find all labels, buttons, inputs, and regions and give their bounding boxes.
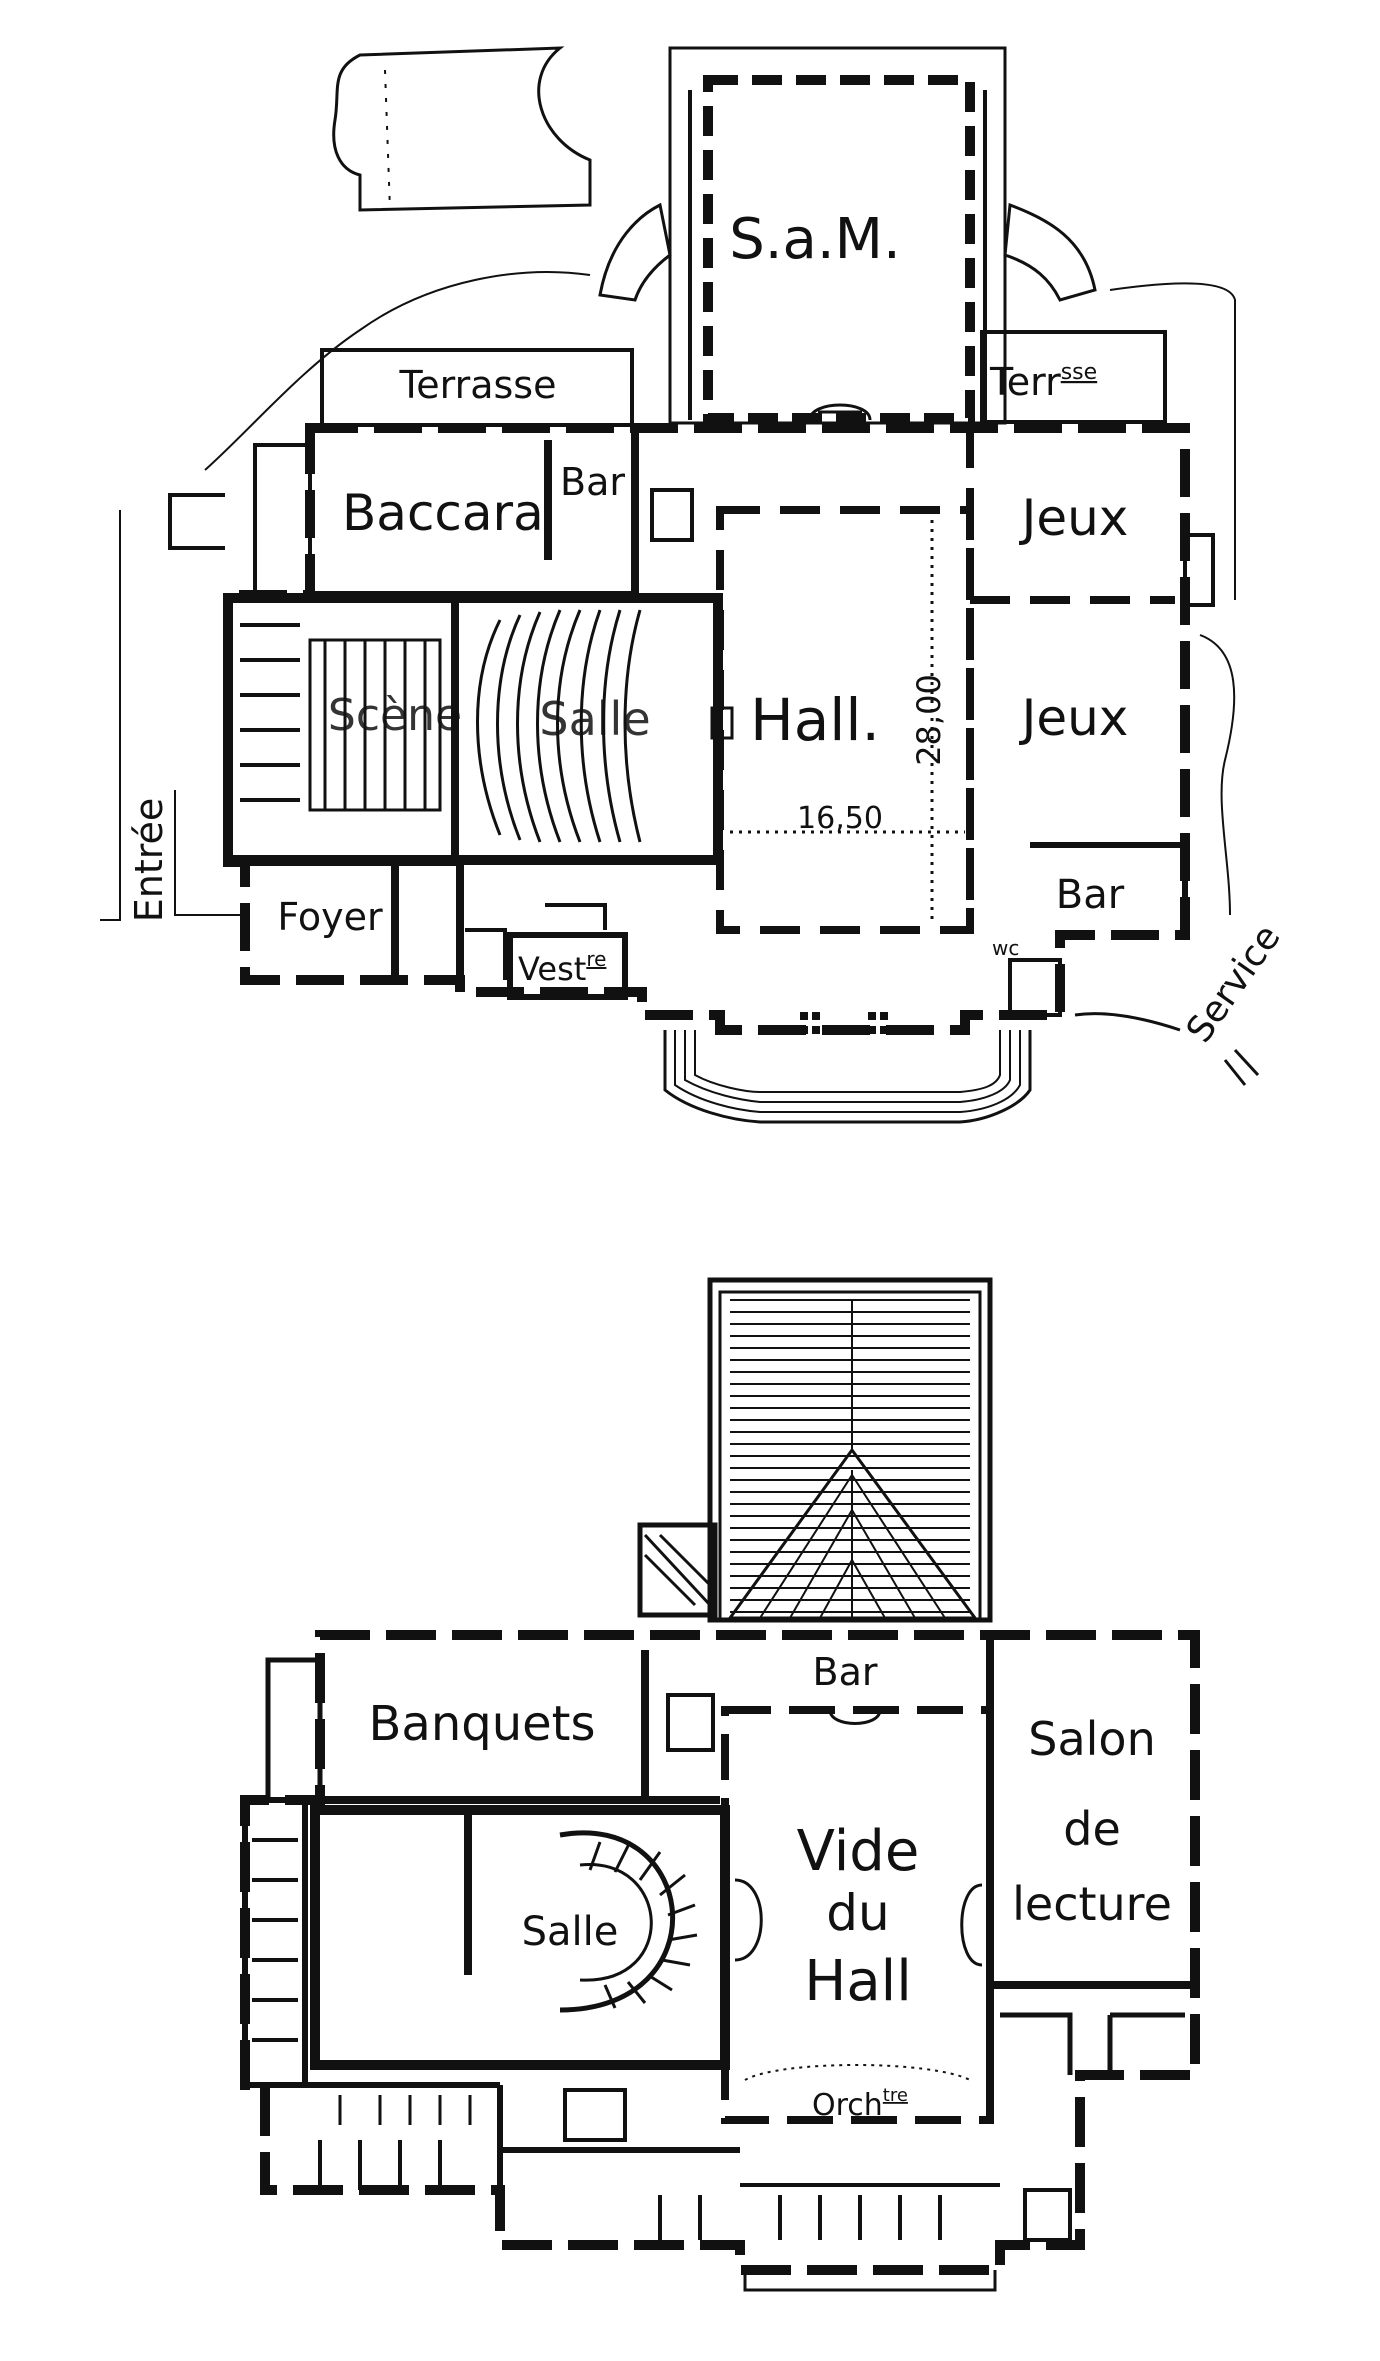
orchestre-curve [744, 2064, 971, 2081]
garden-path [384, 69, 391, 211]
west-porch [168, 443, 312, 597]
vestiaire-label: Vestre [518, 947, 606, 988]
ground-floor-plan: S.a.M. Terrasse Terrsse Baccara Bar S [100, 46, 1289, 1124]
jeux-mid-label: Jeux [1019, 689, 1129, 747]
scene-label: Scène [328, 690, 462, 741]
hall-walls [716, 506, 974, 934]
sam-room-walls [703, 75, 975, 423]
stair-left-curved [598, 202, 672, 302]
terrasse-right-label: Terrsse [989, 360, 1097, 404]
stairs-foyer [465, 903, 607, 980]
banquets-label: Banquets [368, 1696, 595, 1752]
vide-top-niche [828, 1709, 882, 1725]
salon-line1-label: Salon [1028, 1712, 1155, 1766]
terrasse-left-label: Terrasse [399, 363, 557, 407]
foyer-label: Foyer [277, 895, 383, 939]
bar-jeux-label: Bar [1056, 872, 1125, 918]
stage-boards [240, 623, 442, 812]
roof-hatching [730, 1299, 970, 1613]
salle-label: Salle [539, 692, 650, 746]
bar-baccara-label: Bar [560, 460, 625, 504]
stair-banquets [666, 1693, 715, 1752]
stair-baccara [650, 488, 694, 542]
upper-floor-plan: Banquets Bar Salle Vide du Hall Orchtre … [240, 1277, 1200, 2292]
stair-right-curved [1003, 202, 1097, 302]
dimension-lines [730, 520, 965, 925]
grounds-curve-right [1109, 282, 1236, 600]
terrasse-right-outline [980, 330, 1167, 424]
roof-outline [707, 1277, 993, 1623]
theatre-block-walls [223, 593, 723, 865]
garden-outline [332, 46, 592, 212]
entree-label: Entrée [127, 798, 171, 923]
dimension-vertical: 28,00 [910, 674, 948, 766]
roof-hip-hatching [759, 1470, 946, 1619]
sam-label: S.a.M. [729, 207, 901, 272]
jeux-bay [1183, 533, 1215, 607]
south-entrance-steps [663, 1030, 1032, 1124]
jeux-walls [966, 428, 1175, 930]
left-wing-upper [265, 1657, 323, 1803]
upper-salle-walls [310, 1805, 730, 2070]
entree-path [100, 510, 245, 921]
orchestre-label: Orchtre [812, 2085, 908, 2123]
hall-doorway [710, 706, 734, 740]
foyer-walls [245, 858, 464, 980]
service-label: Service [1179, 918, 1289, 1051]
upper-salle-label: Salle [522, 1909, 619, 1955]
auditorium-rows [476, 609, 642, 843]
bar-jeux-walls [1030, 842, 1188, 935]
vide-line3-label: Hall [804, 1949, 912, 2014]
balcony-curve [559, 1830, 698, 2013]
grounds-curve-left [204, 271, 591, 471]
sam-steps [808, 403, 872, 421]
banquets-walls [320, 1650, 720, 1804]
salon-walls [986, 1635, 1195, 2120]
portico-columns [800, 1012, 888, 1034]
upper-lower-rooms [265, 2082, 1072, 2292]
vide-line1-label: Vide [797, 1819, 920, 1884]
dimension-horizontal: 16,50 [797, 801, 883, 836]
jeux-top-label: Jeux [1019, 489, 1129, 547]
roof-inner-outline [718, 1290, 982, 1622]
vide-line2-label: du [826, 1884, 889, 1942]
stair-upper-top [637, 1522, 718, 1618]
wc-label: wc [992, 936, 1019, 960]
stair-upper-top-hatching [643, 1533, 712, 1607]
vide-side-niches [734, 1878, 983, 1967]
sam-side-walls [688, 90, 987, 420]
vestiaire-walls [507, 932, 628, 1000]
service-path [1074, 1012, 1260, 1086]
salon-small-rooms [1000, 2012, 1185, 2075]
grounds-curve-right-lower [1199, 634, 1236, 916]
wc-stair [1008, 958, 1062, 1017]
left-wing-bays [242, 1797, 308, 2088]
salon-line2-label: de [1063, 1802, 1121, 1856]
hall-label: Hall. [750, 686, 880, 754]
baccara-label: Baccara [342, 484, 544, 542]
salon-line3-label: lecture [1012, 1877, 1172, 1931]
upper-bar-label: Bar [813, 1650, 878, 1694]
